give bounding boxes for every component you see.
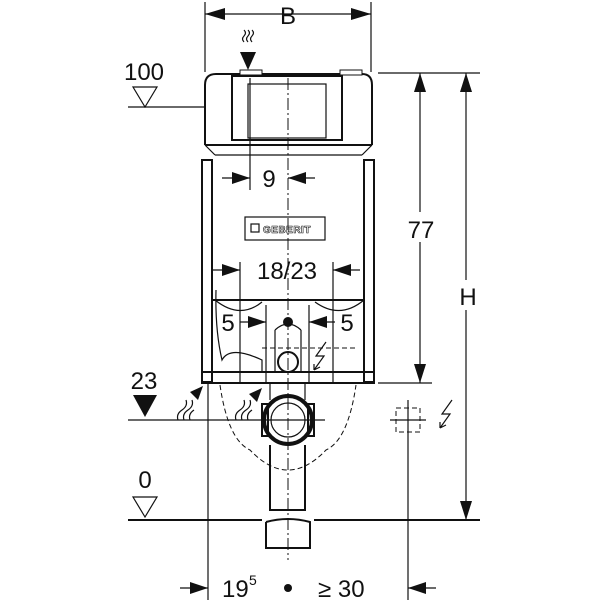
- water-supply-icon: [240, 29, 256, 70]
- bottom-dimensions: 19 5 ≥ 30: [180, 383, 436, 600]
- floor-level-label: 0: [138, 467, 151, 494]
- frame-height-label: 77: [408, 217, 435, 244]
- right-distance-label: ≥ 30: [318, 576, 365, 600]
- drain-pipe: [219, 383, 357, 549]
- width-label: B: [280, 3, 296, 30]
- logo-plate: [244, 216, 326, 241]
- left-distance-label: 19: [222, 576, 249, 600]
- connection-width-label: 18/23: [257, 258, 317, 285]
- width-dimension: B: [204, 2, 372, 72]
- left-distance-superscript: 5: [249, 572, 257, 588]
- flush-offset-dimension: 9: [222, 78, 315, 193]
- frame: GEBERIT: [201, 69, 375, 560]
- total-height-label: H: [459, 284, 476, 311]
- left-offset-label: 5: [221, 310, 234, 337]
- floor-level-marker: 0: [128, 467, 480, 521]
- level-23-marker: 23: [128, 368, 325, 421]
- level-100-marker: 100: [124, 59, 205, 109]
- connection-width-dimension: 18/23: [213, 258, 360, 383]
- right-offset-label: 5: [340, 310, 353, 337]
- height-dimensions: 77 H: [378, 72, 480, 520]
- electric-icon: [313, 341, 327, 371]
- flush-offset-label: 9: [262, 166, 275, 193]
- geberit-logo: GEBERIT: [263, 225, 311, 236]
- side-connection: [390, 400, 426, 600]
- level-23-label: 23: [131, 368, 158, 395]
- offset-dimensions: 5 5: [221, 305, 358, 383]
- level-100-label: 100: [124, 59, 164, 86]
- ventilation-icon: [176, 386, 262, 421]
- electric-icon: [439, 399, 453, 429]
